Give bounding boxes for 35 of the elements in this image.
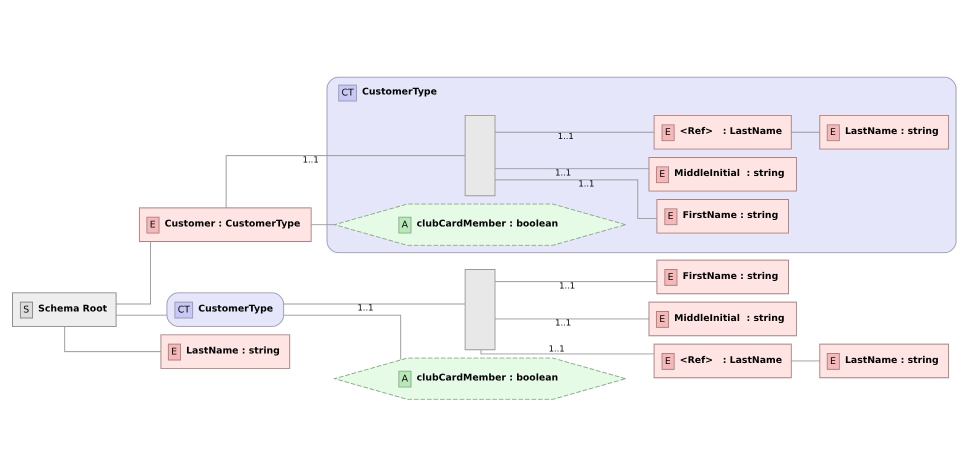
node-box: E Customer : CustomerType [138,207,312,242]
connector [494,132,654,133]
node-box [464,269,496,350]
edge-label: 1..1 [578,178,594,189]
node-box: S Schema Root [12,292,117,327]
node-box: E LastName : string [160,334,290,369]
edge-label: 1..1 [555,167,572,178]
connector [790,132,820,133]
node-box: E MiddleInitial : string [648,302,797,336]
node-box: E <Ref> : LastName [654,344,792,378]
node-box: E LastName : string [819,344,950,378]
connector [494,168,650,170]
edge-label: 1..1 [548,343,565,354]
node-box: CT CustomerType [166,292,284,327]
connector [283,314,402,360]
node-box: E LastName : string [819,115,950,150]
edge-label: 1..1 [555,318,572,328]
connector [116,241,151,304]
node-box: E FirstName : string [656,260,789,294]
edge-label: 1..1 [558,130,574,141]
node-box [464,115,496,196]
edge-label: 1..1 [559,280,576,290]
connector [116,314,168,316]
connector [494,179,658,220]
connector [226,155,466,208]
connector [494,318,650,320]
connector [64,326,162,352]
node-box: E FirstName : string [656,199,789,234]
connector [494,281,658,282]
edge-label: 1..1 [357,302,374,313]
connector [790,360,820,362]
connector [310,224,335,226]
node-box: E <Ref> : LastName [654,115,792,150]
edge-label: 1..1 [302,154,319,164]
node-box: E MiddleInitial : string [648,157,797,192]
